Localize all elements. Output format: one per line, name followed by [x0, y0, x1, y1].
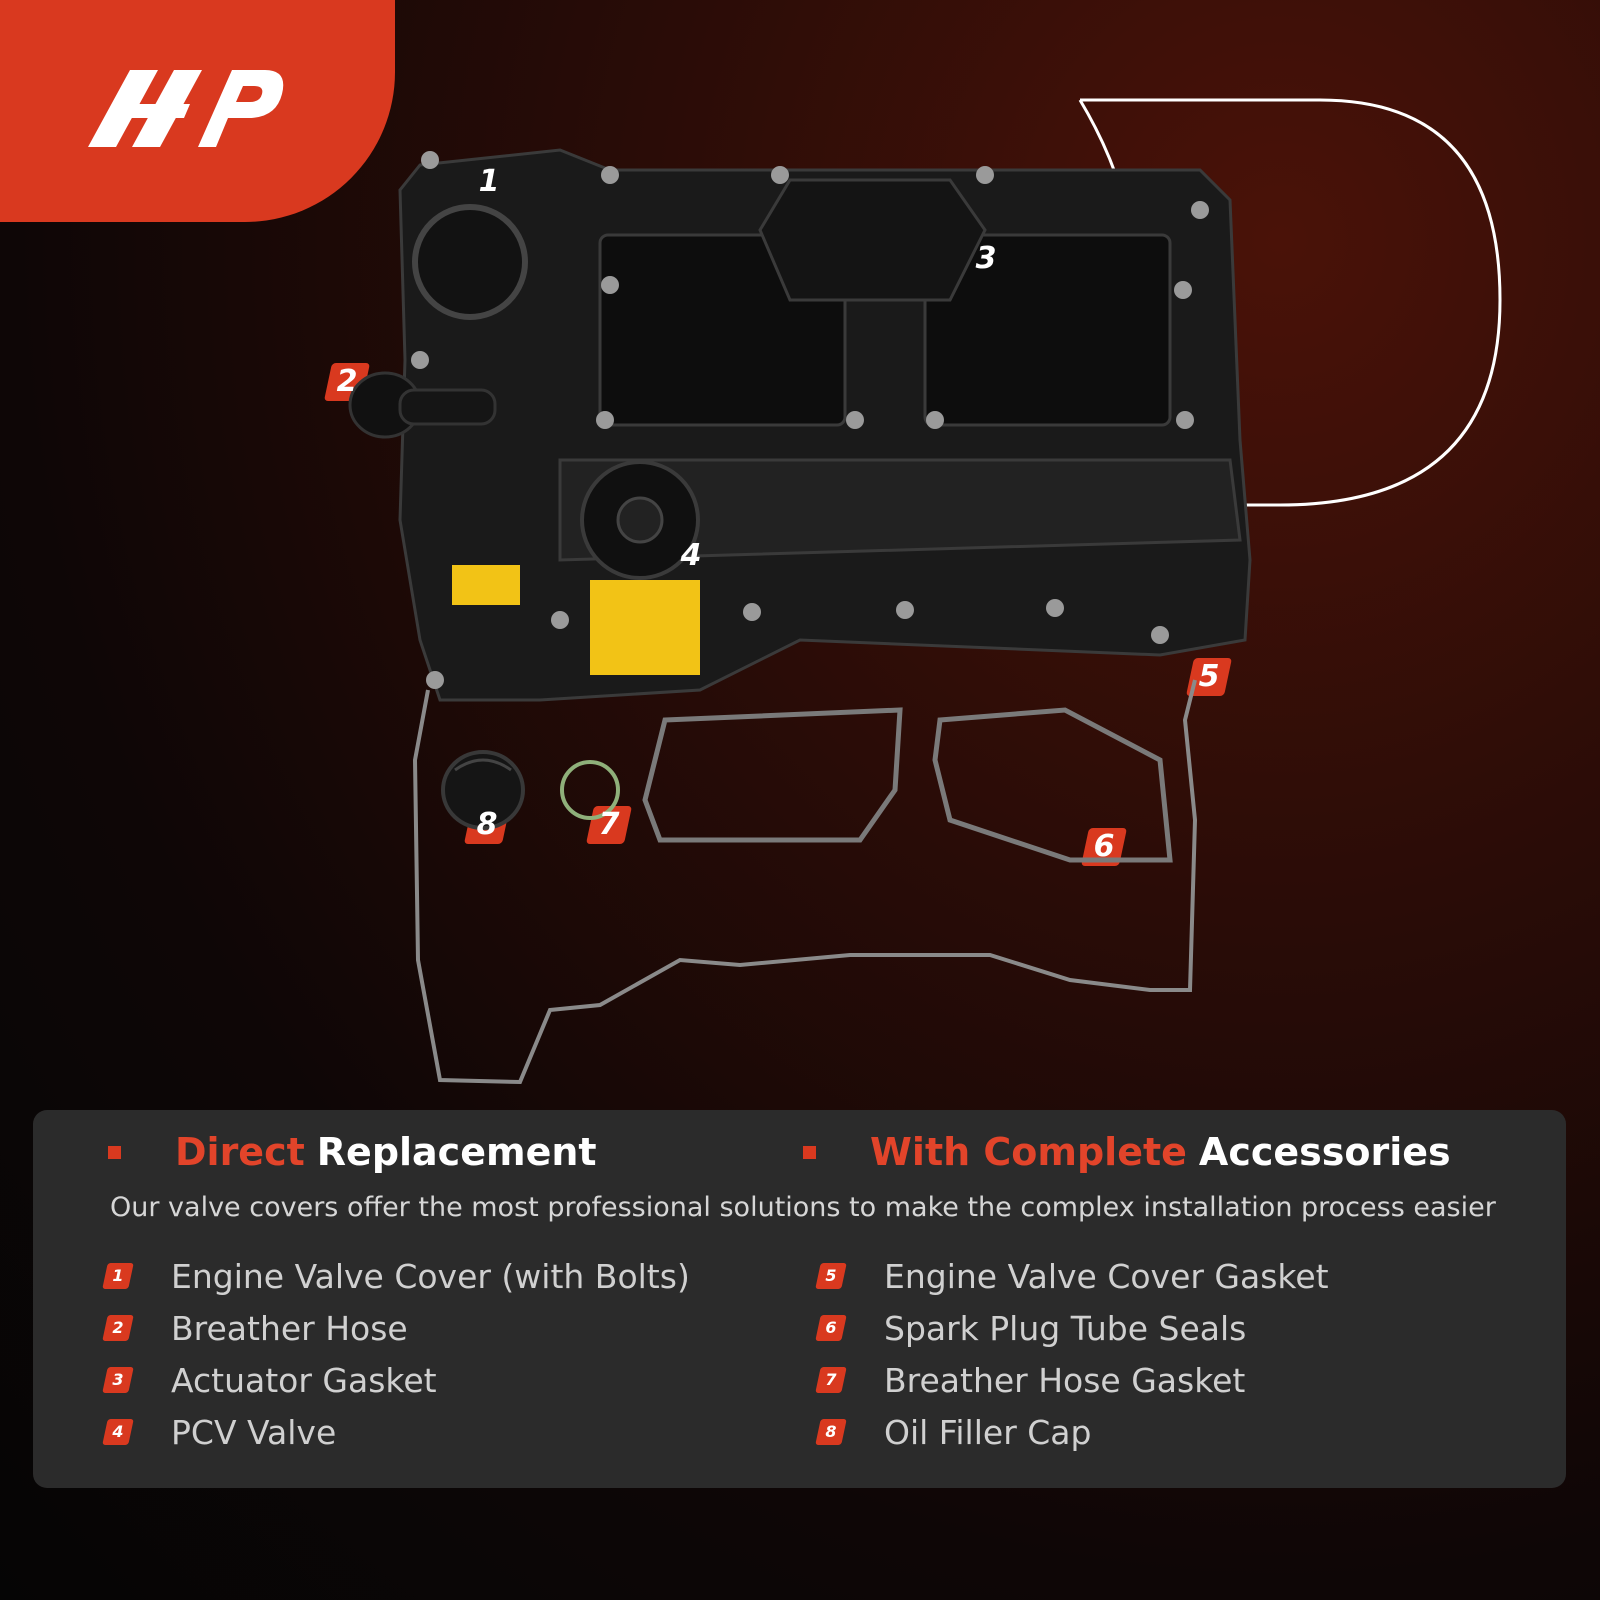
callout-7: 7 — [590, 806, 628, 844]
callout-6: 6 — [1085, 828, 1123, 866]
valve-cover-gasket — [412, 679, 1198, 1085]
part-number-badge: 2 — [105, 1315, 131, 1341]
part-label: Oil Filler Cap — [884, 1412, 1092, 1452]
part-number-badge: 8 — [818, 1419, 844, 1445]
part-label: Spark Plug Tube Seals — [884, 1308, 1247, 1348]
warning-label-small — [452, 565, 520, 605]
breather-hose — [348, 371, 497, 439]
bullet-icon — [108, 1145, 121, 1159]
feature-complete-accessories: With Complete Accessories — [803, 1130, 1451, 1174]
bullet-icon — [803, 1145, 816, 1159]
part-label: Breather Hose — [171, 1308, 408, 1348]
engine-valve-cover — [398, 148, 1252, 702]
parts-list-left: 1 Engine Valve Cover (with Bolts) 2 Brea… — [105, 1250, 690, 1458]
bolts — [411, 151, 1209, 689]
oil-fill-port — [412, 204, 528, 320]
part-number-badge: 4 — [105, 1419, 131, 1445]
warning-label-large — [590, 580, 700, 675]
part-label: PCV Valve — [171, 1412, 337, 1452]
brand-logo-icon — [88, 70, 284, 147]
tagline: Our valve covers offer the most professi… — [110, 1192, 1496, 1223]
part-label: Engine Valve Cover Gasket — [884, 1256, 1329, 1296]
part-item: 1 Engine Valve Cover (with Bolts) — [105, 1250, 690, 1302]
part-item: 7 Breather Hose Gasket — [818, 1354, 1329, 1406]
parts-list-right: 5 Engine Valve Cover Gasket 6 Spark Plug… — [818, 1250, 1329, 1458]
spark-plug-tube-seal-a — [642, 707, 903, 843]
callout-4: 4 — [672, 537, 710, 575]
part-item: 6 Spark Plug Tube Seals — [818, 1302, 1329, 1354]
callout-2: 2 — [328, 363, 366, 401]
part-number-badge: 5 — [818, 1263, 844, 1289]
part-item: 8 Oil Filler Cap — [818, 1406, 1329, 1458]
part-item: 5 Engine Valve Cover Gasket — [818, 1250, 1329, 1302]
part-number-badge: 7 — [818, 1367, 844, 1393]
callout-8: 8 — [468, 806, 506, 844]
part-label: Actuator Gasket — [171, 1360, 437, 1400]
info-panel: Direct Replacement With Complete Accesso… — [33, 1110, 1566, 1488]
part-item: 2 Breather Hose — [105, 1302, 690, 1354]
part-label: Engine Valve Cover (with Bolts) — [171, 1256, 690, 1296]
part-item: 4 PCV Valve — [105, 1406, 690, 1458]
decorative-arc — [1080, 98, 1502, 507]
part-number-badge: 3 — [105, 1367, 131, 1393]
spark-plug-tube-seal-b — [932, 707, 1173, 863]
callout-1: 1 — [470, 163, 508, 201]
valve-cover-illustration — [348, 98, 1502, 1085]
brand-logo-block — [0, 0, 395, 222]
feature-accent-text: With Complete — [870, 1130, 1187, 1174]
part-item: 3 Actuator Gasket — [105, 1354, 690, 1406]
part-number-badge: 6 — [818, 1315, 844, 1341]
feature-text: Replacement — [316, 1130, 597, 1174]
feature-text: Accessories — [1198, 1130, 1451, 1174]
callout-3: 3 — [967, 240, 1005, 278]
part-label: Breather Hose Gasket — [884, 1360, 1246, 1400]
part-number-badge: 1 — [105, 1263, 131, 1289]
feature-direct-replacement: Direct Replacement — [108, 1130, 597, 1174]
callout-5: 5 — [1190, 658, 1228, 696]
feature-accent-text: Direct — [175, 1130, 305, 1174]
